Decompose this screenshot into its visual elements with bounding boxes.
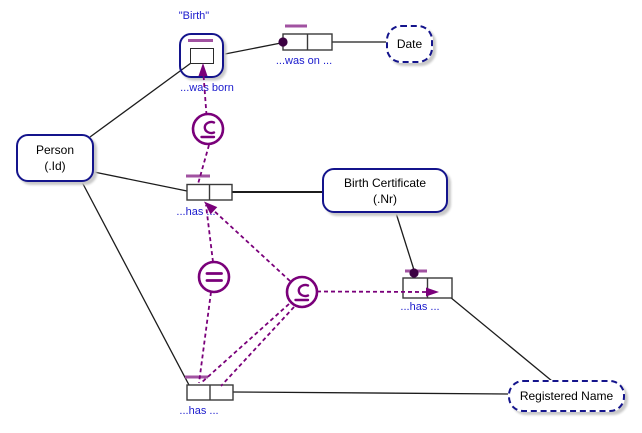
birth-wason-connector[interactable] [224, 42, 282, 55]
was-born-role-label[interactable]: ...was born [180, 82, 234, 94]
birth-certificate-entity[interactable]: Birth Certificate (.Nr) [322, 168, 448, 213]
birth-certificate-name: Birth Certificate [343, 175, 427, 190]
has-bottom-role-label[interactable]: ...has ... [179, 405, 219, 417]
person-birth-connector[interactable] [89, 62, 192, 138]
person-bottomhas-connector[interactable] [81, 181, 190, 386]
birth-objectified-fact[interactable] [179, 33, 224, 78]
was-on-role-label[interactable]: ...was on ... [275, 55, 333, 67]
has-registeredname-connector[interactable] [449, 296, 553, 382]
certificate-has-connector[interactable] [395, 212, 415, 271]
registered-name-name: Registered Name [519, 389, 614, 403]
person-entity[interactable]: Person (.Id) [16, 134, 94, 182]
date-value-type[interactable]: Date [386, 25, 433, 63]
bottomhas-registeredname-connector[interactable] [232, 391, 509, 395]
person-refmode: (.Id) [44, 159, 66, 173]
has-middle-role-label[interactable]: ...has ... [176, 206, 216, 218]
birth-title-label[interactable]: "Birth" [178, 10, 210, 22]
has-right-role-label[interactable]: ...has ... [400, 301, 440, 313]
date-name: Date [396, 37, 423, 51]
birth-certificate-refmode: (.Nr) [373, 191, 397, 206]
internal-uniqueness-bar-birth[interactable] [187, 38, 213, 42]
person-has-connector[interactable] [93, 171, 188, 192]
person-name: Person [35, 143, 75, 157]
registered-name-value-type[interactable]: Registered Name [508, 380, 625, 412]
was-born-role-box[interactable] [189, 47, 214, 64]
